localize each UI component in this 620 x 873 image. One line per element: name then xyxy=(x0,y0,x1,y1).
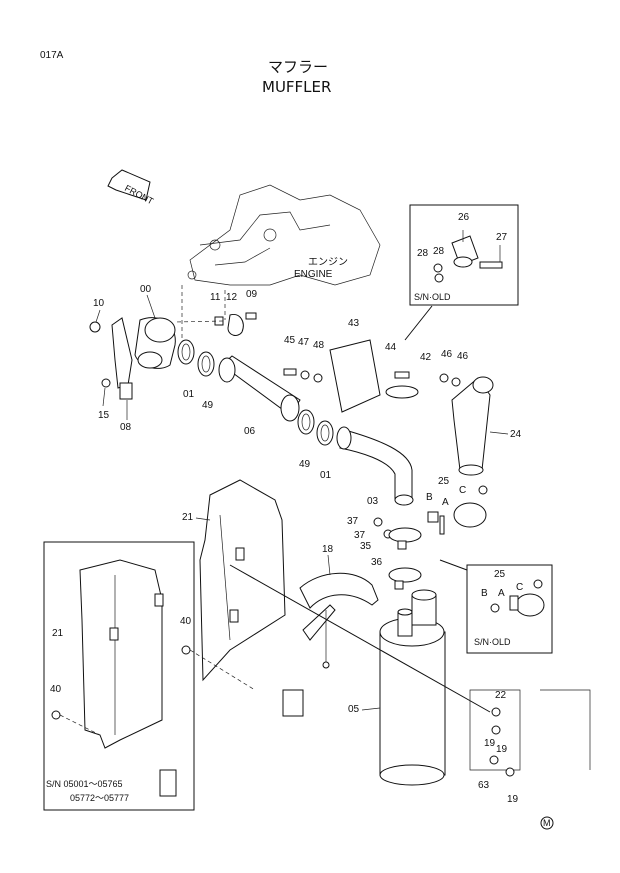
heat-shield-21-main xyxy=(199,479,304,717)
callout-01a: 01 xyxy=(183,389,195,400)
callout-11: 11 xyxy=(210,292,221,303)
callout-40a: 40 xyxy=(180,616,192,627)
clamp-42-44-46 xyxy=(385,371,461,399)
callout-A2: A xyxy=(498,588,505,599)
callout-28b: 28 xyxy=(433,246,445,257)
callout-05: 05 xyxy=(348,704,360,715)
page-title-jp: マフラー xyxy=(268,58,328,76)
sn-range-line-2: 05772～05777 xyxy=(70,793,129,803)
heat-shield-21-alt xyxy=(51,559,177,797)
callout-25a: 25 xyxy=(438,476,450,487)
callout-19c: 19 xyxy=(507,794,519,805)
engine-label-en: ENGINE xyxy=(294,269,333,280)
callout-00: 00 xyxy=(140,284,152,295)
callout-46b: 46 xyxy=(457,351,469,362)
clamp-assembly-25 xyxy=(427,485,488,535)
callout-27: 27 xyxy=(496,232,508,243)
callout-C1: C xyxy=(459,485,466,496)
tail-pipe-24 xyxy=(451,376,494,476)
callout-49b: 49 xyxy=(299,459,311,470)
mark-circle-icon xyxy=(540,816,554,830)
gaskets-01-49-upper xyxy=(177,339,215,377)
callout-63: 63 xyxy=(478,780,490,791)
inset-label-sn-old-bottom: S/N·OLD xyxy=(474,637,511,647)
bent-pipe-03 xyxy=(336,426,414,506)
sn-range-line-1: S/N 05001～05765 xyxy=(46,779,123,789)
callout-06: 06 xyxy=(244,426,256,437)
callout-10: 10 xyxy=(93,298,105,309)
callout-49a: 49 xyxy=(202,400,214,411)
inset-label-sn-old-top: S/N·OLD xyxy=(414,292,451,302)
callout-45: 45 xyxy=(284,335,296,346)
page-title-en: MUFFLER xyxy=(262,78,331,96)
callout-22: 22 xyxy=(495,690,507,701)
callout-42: 42 xyxy=(420,352,432,363)
callout-43: 43 xyxy=(348,318,360,329)
callout-03: 03 xyxy=(367,496,379,507)
callout-35: 35 xyxy=(360,541,372,552)
inset-clamp-parts-top xyxy=(433,230,503,283)
bracket-22-19-63 xyxy=(469,689,591,777)
callout-18: 18 xyxy=(322,544,334,555)
callout-19b: 19 xyxy=(496,744,508,755)
inset-clamp-parts-bottom xyxy=(490,579,545,617)
support-rod xyxy=(229,564,491,713)
callout-40b: 40 xyxy=(50,684,62,695)
callout-36: 36 xyxy=(371,557,383,568)
callout-44: 44 xyxy=(385,342,397,353)
callout-47: 47 xyxy=(298,337,310,348)
inset-box-sn-old-top xyxy=(409,204,519,306)
bolts-45-47-48 xyxy=(283,368,323,383)
bracket-parts-11-12-09 xyxy=(174,312,257,336)
bolt-40-main xyxy=(181,645,191,655)
front-arrow-icon: FRONT xyxy=(107,169,156,207)
callout-B2: B xyxy=(481,588,488,599)
callout-12: 12 xyxy=(226,292,238,303)
mark-letter: M xyxy=(543,818,551,828)
callout-25b: 25 xyxy=(494,569,506,580)
callout-19a: 19 xyxy=(484,738,496,749)
muffler-band-18 xyxy=(299,572,379,669)
muffler-05 xyxy=(379,589,446,786)
engine-label-jp: エンジン xyxy=(308,257,348,268)
clamps-35-36-37 xyxy=(373,517,422,590)
elbow-pipe-00 xyxy=(89,317,176,400)
callout-B1: B xyxy=(426,492,433,503)
engine-outline xyxy=(181,184,381,340)
callout-37a: 37 xyxy=(347,516,359,527)
inset-leader-top xyxy=(404,305,433,341)
callout-21a: 21 xyxy=(182,512,194,523)
exhaust-pipe-06 xyxy=(218,355,301,422)
callout-24: 24 xyxy=(510,429,522,440)
callout-08: 08 xyxy=(120,422,132,433)
callout-A1: A xyxy=(442,497,449,508)
page-code: 017A xyxy=(40,50,64,61)
callout-48: 48 xyxy=(313,340,325,351)
callout-28a: 28 xyxy=(417,248,429,259)
heat-shield-43 xyxy=(329,339,381,413)
callout-15: 15 xyxy=(98,410,110,421)
callout-01b: 01 xyxy=(320,470,332,481)
callout-37b: 37 xyxy=(354,530,366,541)
gaskets-49-01-lower xyxy=(297,409,334,446)
inset-box-sn-old-bottom xyxy=(466,564,553,654)
inset-leader-bottom xyxy=(439,559,468,571)
callout-46a: 46 xyxy=(441,349,453,360)
callout-09: 09 xyxy=(246,289,258,300)
inset-box-sn-range xyxy=(43,541,195,811)
callout-21b: 21 xyxy=(52,628,64,639)
callout-26: 26 xyxy=(458,212,470,223)
callout-C2: C xyxy=(516,582,523,593)
